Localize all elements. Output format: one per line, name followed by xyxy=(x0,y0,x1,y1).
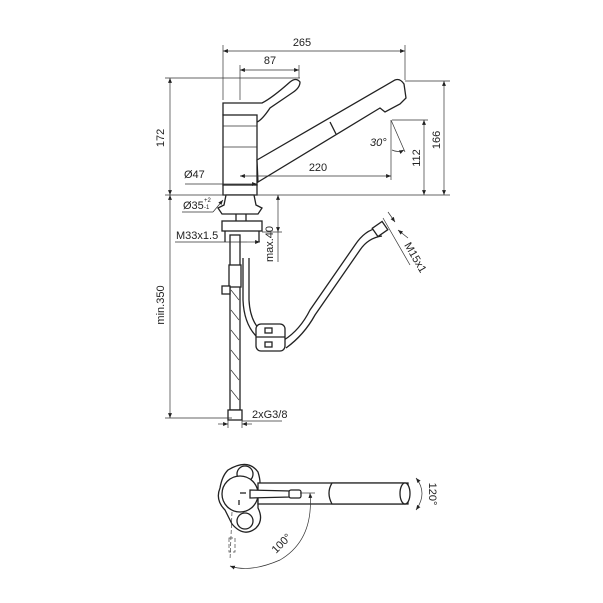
dim-thread: M33x1.5 xyxy=(176,230,218,242)
angle-head-rotation: 120° xyxy=(426,483,438,506)
angle-arc-outlet xyxy=(391,149,405,154)
faucet-spout xyxy=(256,78,407,184)
dim-min-hose: min.350 xyxy=(155,285,167,324)
spout-joint-line xyxy=(329,121,337,135)
dim-hose-thread: M15x1 xyxy=(401,241,428,276)
dim-overall-width: 265 xyxy=(293,37,311,49)
pullout-hose xyxy=(242,227,379,341)
mounting-set xyxy=(217,194,263,215)
swivel-position-lever xyxy=(228,537,236,553)
dim-spout-height: 166 xyxy=(431,131,443,149)
faucet-body xyxy=(222,114,258,186)
dimension-arrow-hose-thread xyxy=(387,211,396,223)
angle-arc-head-rotation xyxy=(415,477,423,511)
dim-angle-outlet: 30° xyxy=(370,137,387,149)
connection-nut xyxy=(227,409,243,421)
dim-body-diameter: Ø47 xyxy=(184,169,205,181)
extension-line xyxy=(382,217,411,266)
hose-coupling xyxy=(228,264,242,288)
dim-outlet-height: 112 xyxy=(411,149,423,167)
dim-hole-tolerance-upper: +2 xyxy=(204,198,212,204)
supply-hose-braiding xyxy=(230,289,240,401)
spray-head-end xyxy=(399,482,411,505)
spray-head-top xyxy=(328,482,406,505)
dimension-arrow-hose-thread xyxy=(397,229,409,239)
leader-line-hole-diameter xyxy=(212,199,224,213)
angle-reference-line xyxy=(390,119,406,153)
mounting-plate xyxy=(221,220,263,232)
dim-hole-diameter: Ø35 xyxy=(183,200,204,212)
angle-arc-spout-swivel xyxy=(229,492,313,570)
dim-hole-tolerance-lower: -1 xyxy=(204,205,210,211)
dim-lever-reach: 87 xyxy=(264,55,276,67)
lever-tip-top xyxy=(288,489,302,499)
dim-spout-reach: 220 xyxy=(309,162,327,174)
dim-max-deck: max.40 xyxy=(264,226,276,262)
hose-weight-slot xyxy=(264,341,273,348)
faucet-side-view xyxy=(217,78,407,421)
dim-connection: 2xG3/8 xyxy=(252,409,287,421)
hose-connector xyxy=(371,220,389,238)
hose-clip xyxy=(221,285,231,295)
dim-total-height: 172 xyxy=(155,129,167,147)
supply-hose xyxy=(229,234,241,411)
lever-top xyxy=(249,489,291,499)
hose-weight-slot xyxy=(264,327,273,334)
faucet-top-view: 100° 120° xyxy=(217,463,438,570)
faucet-base xyxy=(222,184,258,196)
